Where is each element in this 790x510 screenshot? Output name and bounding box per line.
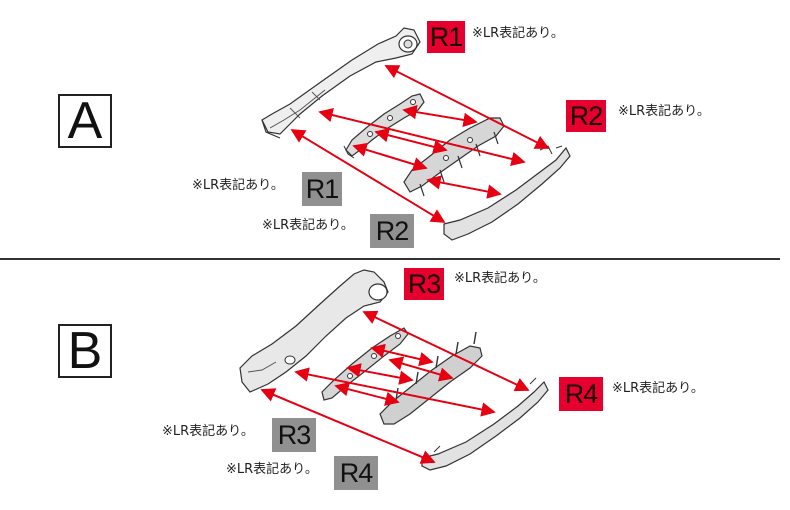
note-r1-grey: ※LR表記あり。 (192, 178, 284, 193)
tag-r3-red: R3 (404, 268, 444, 300)
note-r3-red: ※LR表記あり。 (454, 271, 546, 286)
tag-r2-grey: R2 (370, 214, 414, 248)
part-r3-handle-b (239, 269, 389, 393)
tag-r2-red: R2 (566, 100, 606, 132)
step-b-letter: B (67, 322, 103, 380)
note-r1-red: ※LR表記あり。 (472, 26, 564, 41)
part-inner-plate-a1 (343, 93, 425, 159)
part-r4-arm-b (421, 377, 549, 471)
arrows-a (290, 65, 550, 223)
step-b-box: B (58, 324, 112, 378)
note-r2-red: ※LR表記あり。 (618, 104, 710, 119)
tag-r4-red: R4 (559, 377, 603, 411)
arrows-b (260, 310, 530, 464)
part-r2-arm-a (443, 145, 571, 241)
note-r4-grey: ※LR表記あり。 (226, 462, 318, 477)
note-r2-grey: ※LR表記あり。 (262, 218, 354, 233)
note-r4-red: ※LR表記あり。 (612, 381, 704, 396)
step-a-box: A (58, 94, 112, 148)
tag-r3-grey: R3 (272, 418, 316, 452)
tag-r4-grey: R4 (334, 456, 378, 490)
part-inner-plate-b1 (321, 327, 409, 401)
part-r1-handle-a (261, 27, 421, 139)
section-divider (0, 258, 780, 260)
note-r3-grey: ※LR表記あり。 (162, 424, 254, 439)
tag-r1-grey: R1 (302, 172, 342, 206)
step-a-letter: A (67, 92, 103, 150)
tag-r1-red: R1 (427, 21, 465, 53)
